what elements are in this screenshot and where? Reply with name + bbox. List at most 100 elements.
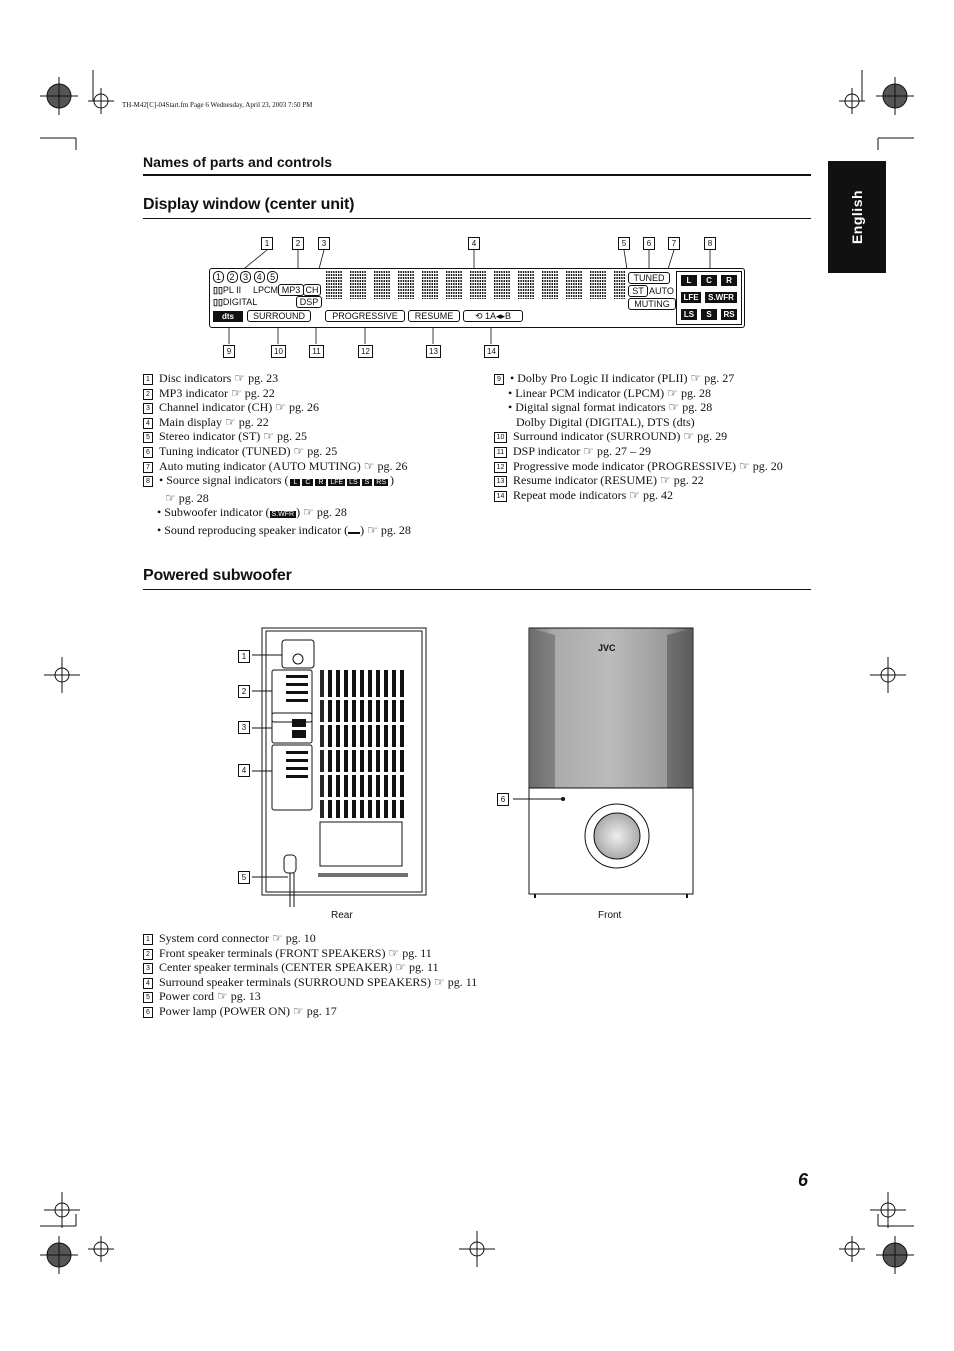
legend-text: Center speaker terminals (CENTER SPEAKER… [159, 960, 439, 975]
src-ls: LS [347, 479, 360, 487]
rear-callout-3: 3 [238, 721, 250, 734]
progressive-indicator: PROGRESSIVE [325, 310, 405, 322]
swfr-icon: S.WFR [269, 511, 297, 519]
legend-suffix: ) [389, 473, 394, 488]
display-legend-right: 9• Dolby Pro Logic II indicator (PLII) ☞… [494, 371, 783, 502]
legend-item: 8 • Source signal indicators ( L C R LFE … [143, 473, 411, 491]
display-panel: 1 2 3 4 5 ▯▯PL II LPCM MP3 CH ▯▯DIGITAL … [209, 268, 745, 328]
legend-item: 13 Resume indicator (RESUME) ☞ pg. 22 [494, 473, 783, 488]
digital-label: DIGITAL [222, 297, 258, 307]
disc-3: 3 [240, 271, 252, 283]
legend-num: 2 [143, 388, 153, 400]
speaker-l: L [681, 275, 697, 286]
speaker-c: C [701, 275, 717, 286]
legend-num: 5 [143, 992, 153, 1004]
legend-item: 11 DSP indicator ☞ pg. 27 – 29 [494, 444, 783, 459]
legend-num: 11 [494, 446, 507, 458]
surround-indicator: SURROUND [247, 310, 311, 322]
legend-text: Surround speaker terminals (SURROUND SPE… [159, 974, 478, 989]
legend-num: 6 [143, 1006, 153, 1018]
src-r: R [315, 479, 327, 487]
disc-2: 2 [226, 271, 238, 283]
disc-indicators: 1 2 3 4 5 [213, 271, 279, 283]
legend-num: 7 [143, 461, 153, 473]
legend-num: 4 [143, 977, 153, 989]
callout-9: 9 [223, 345, 235, 358]
st-indicator: ST [628, 285, 648, 297]
rear-callout-5: 5 [238, 871, 250, 884]
subwoofer-rear-drawing [252, 627, 427, 907]
pl2-label: PL II [222, 285, 242, 295]
legend-text: Progressive mode indicator (PROGRESSIVE)… [513, 458, 783, 473]
names-rule [143, 174, 811, 176]
callout-2: 2 [292, 237, 304, 250]
names-heading: Names of parts and controls [143, 154, 333, 170]
legend-num: 8 [143, 476, 153, 488]
jvc-logo: JVC [598, 643, 616, 653]
src-l: L [290, 479, 301, 487]
speaker-r: R [721, 275, 737, 286]
dolby-icon: ▯▯ [213, 285, 223, 295]
legend-text: DSP indicator ☞ pg. 27 – 29 [513, 443, 651, 458]
callout-7: 7 [668, 237, 680, 250]
src-lfe: LFE [328, 479, 346, 487]
legend-text: • Subwoofer indicator ( [157, 505, 270, 520]
rear-callout-2: 2 [238, 685, 250, 698]
legend-num: 13 [494, 476, 507, 488]
auto-indicator: AUTO [649, 286, 674, 296]
front-callout-6: 6 [497, 793, 509, 806]
file-info-header: TH-M42[C]-04Start.fm Page 6 Wednesday, A… [122, 101, 313, 109]
rear-callout-4: 4 [238, 764, 250, 777]
language-tab: English [828, 161, 886, 273]
callout-1: 1 [261, 237, 273, 250]
underline-icon [348, 531, 361, 534]
legend-text: ) ☞ pg. 28 [296, 505, 347, 520]
legend-text: System cord connector ☞ pg. 10 [159, 931, 316, 945]
legend-num: 10 [494, 432, 507, 444]
legend-num: 9 [494, 374, 504, 385]
speaker-s: S [701, 309, 717, 320]
callout-14: 14 [484, 345, 499, 358]
speaker-rs: RS [721, 309, 737, 320]
callout-leaders [228, 249, 711, 344]
legend-text: Power cord ☞ pg. 13 [159, 989, 261, 1004]
callout-13: 13 [426, 345, 441, 358]
disc-1: 1 [213, 271, 225, 283]
legend-text: Tuning indicator (TUNED) ☞ pg. 25 [159, 443, 338, 458]
legend-item: 4 Surround speaker terminals (SURROUND SP… [143, 975, 477, 990]
legend-num: 1 [143, 934, 153, 945]
subwoofer-rule [143, 589, 811, 590]
legend-item: Dolby Digital (DIGITAL), DTS (dts) [516, 414, 695, 429]
legend-item: ☞ pg. 28 [165, 490, 209, 505]
legend-text: Power lamp (POWER ON) ☞ pg. 17 [159, 1003, 337, 1018]
disc-5: 5 [267, 271, 279, 283]
callout-10: 10 [271, 345, 286, 358]
legend-text: Channel indicator (CH) ☞ pg. 26 [159, 400, 320, 415]
legend-text: • Sound reproducing speaker indicator ( [157, 522, 349, 537]
repeat-icon: ⟲ [474, 311, 485, 321]
digital-indicator: ▯▯DIGITAL [213, 297, 257, 307]
repeat-b-label: B [505, 311, 512, 321]
rear-callout-1: 1 [238, 650, 250, 663]
dsp-indicator: DSP [296, 296, 322, 308]
front-caption: Front [598, 910, 622, 921]
speaker-swfr: S.WFR [705, 292, 737, 303]
legend-num: 2 [143, 948, 153, 960]
src-c: C [302, 479, 314, 487]
legend-text: • Source signal indicators ( [159, 473, 289, 488]
callout-5: 5 [618, 237, 630, 250]
callout-3: 3 [318, 237, 330, 250]
legend-text: Resume indicator (RESUME) ☞ pg. 22 [513, 473, 704, 488]
source-signal-icons: L C R LFE LS S RS [289, 479, 390, 487]
ch-indicator: CH [303, 284, 321, 296]
